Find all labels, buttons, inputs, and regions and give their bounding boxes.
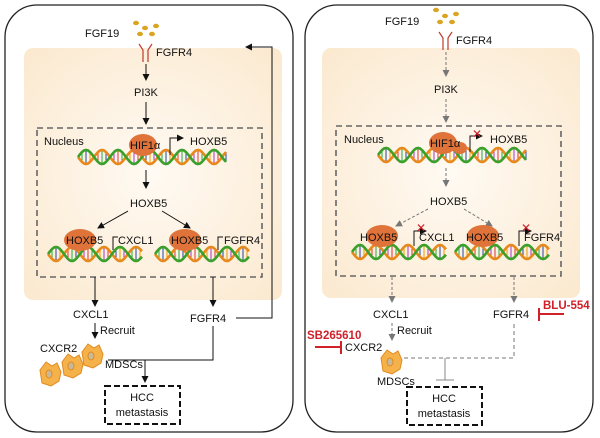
arrow [463, 208, 493, 227]
dna-strand [350, 243, 447, 261]
right-panel: FGF19 FGFR4 PI3K Nucleus HIF1α ✕ HOXB5 H… [304, 4, 594, 433]
transcription-arrow [169, 134, 184, 155]
fgfr4-receptor-icon [138, 43, 153, 62]
dna-helix [46, 245, 143, 263]
cxcr2-label: CXCR2 [40, 343, 77, 355]
hif1a-protein-icon [429, 132, 457, 154]
mdscs-label: MDSCs [105, 359, 143, 371]
protein-hoxb5-label: HOXB5 [130, 198, 167, 210]
hoxb5-protein-icon [366, 225, 398, 247]
fgf19-ligand-icon [433, 7, 459, 25]
ligand-label: FGF19 [85, 28, 119, 40]
left-panel: FGF19 FGFR4 PI3K Nucleus HIF1α HOXB5 HOX… [4, 4, 294, 433]
bound2-label: HOXB5 [466, 232, 503, 244]
dna-strand [46, 245, 143, 263]
arrow [161, 210, 191, 229]
recruit-label: Recruit [100, 325, 135, 337]
gene2-label: FGFR4 [524, 232, 560, 244]
nucleus-label: Nucleus [344, 134, 384, 146]
protein-icon [453, 142, 467, 154]
arrow [97, 210, 129, 229]
gene-hoxb5-label: HOXB5 [490, 134, 527, 146]
recruit-label: Recruit [397, 325, 432, 337]
gene1-label: CXCL1 [118, 235, 153, 247]
gene2-label: FGFR4 [224, 235, 260, 247]
outcome-line1: HCC [432, 393, 456, 405]
gene1-label: CXCL1 [419, 232, 454, 244]
hoxb5-protein-icon [467, 225, 499, 247]
promoter-arrow [217, 236, 223, 250]
fgf19-ligand-icon [133, 20, 159, 37]
bound1-label: HOXB5 [360, 232, 397, 244]
cxcl1-label: CXCL1 [73, 309, 108, 321]
dna-helix [350, 243, 447, 261]
dna-helix [453, 243, 550, 261]
mdscs-label: MDSCs [377, 376, 415, 388]
kinase-label: PI3K [434, 84, 459, 96]
inhibitor-cxcr2-label: SB265610 [307, 330, 361, 342]
bound1-label: HOXB5 [66, 235, 103, 247]
hoxb5-protein-icon [169, 229, 201, 251]
mdsc-cell-icon [380, 349, 403, 375]
dna-strand [76, 148, 227, 166]
dna-strand [376, 146, 527, 164]
inhibited-outcome-tbar [436, 358, 454, 381]
promoter-arrow [518, 227, 532, 246]
hif1a-protein-icon [129, 134, 157, 156]
promoter-arrow [112, 236, 118, 250]
blocked-x-icon: ✕ [472, 127, 482, 141]
transcription-arrow [469, 132, 483, 152]
cxcr2-label: CXCR2 [345, 342, 382, 354]
arrow [395, 208, 429, 227]
outcome-line1: HCC [130, 392, 154, 404]
dna-strand [153, 245, 250, 263]
inhibition-tbar-icon [315, 341, 342, 354]
ligand-label: FGF19 [385, 16, 419, 28]
mdsc-cells-icon [39, 343, 104, 387]
hoxb5-protein-icon [64, 229, 96, 251]
promoter-arrow [413, 227, 427, 246]
blocked-x-icon: ✕ [416, 221, 426, 235]
tf-label: HIF1α [130, 140, 161, 152]
fgfr4-receptor-icon [438, 31, 453, 50]
fgfr4-label: FGFR4 [190, 313, 226, 325]
outcome-line2: metastasis [116, 407, 169, 419]
nucleus-boundary [36, 127, 263, 278]
connector [404, 324, 515, 359]
outcome-line2: metastasis [418, 408, 471, 420]
fgfr4-label: FGFR4 [493, 309, 529, 321]
gene-hoxb5-label: HOXB5 [190, 136, 227, 148]
outcome-box [406, 386, 483, 426]
protein-hoxb5-label: HOXB5 [430, 196, 467, 208]
kinase-label: PI3K [134, 87, 159, 99]
bound2-label: HOXB5 [171, 235, 208, 247]
nucleus-label: Nucleus [44, 136, 84, 148]
inhibitor-fgfr4-label: BLU-554 [543, 300, 590, 312]
tf-label: HIF1α [430, 138, 461, 150]
dna-strand [453, 243, 550, 261]
receptor-label: FGFR4 [456, 35, 492, 47]
arrow-to-outcome [141, 326, 214, 383]
blocked-x-icon: ✕ [521, 221, 531, 235]
outcome-box [104, 385, 181, 425]
feedback-arrow [236, 43, 273, 319]
nucleus-boundary [335, 125, 562, 277]
dna-helix [153, 245, 250, 263]
receptor-label: FGFR4 [156, 47, 192, 59]
inhibition-tbar-icon [538, 308, 564, 321]
cxcl1-label: CXCL1 [373, 309, 408, 321]
